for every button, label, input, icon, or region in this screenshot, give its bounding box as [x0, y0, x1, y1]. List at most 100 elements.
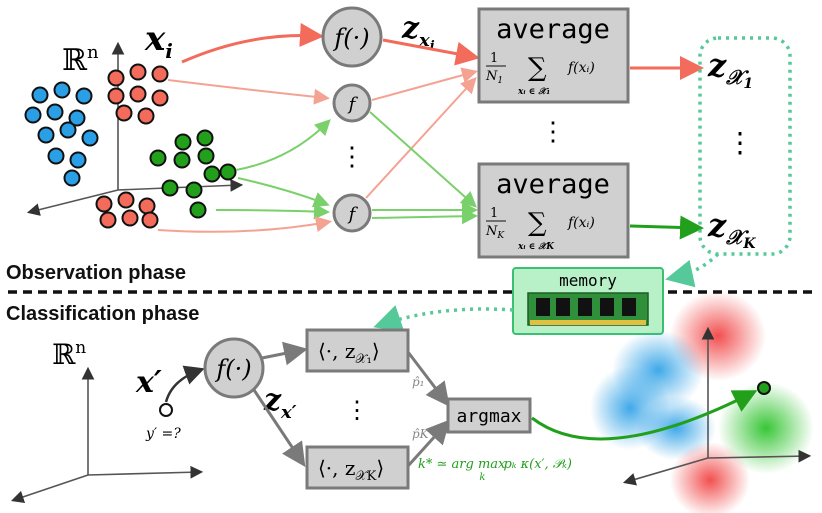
f-to-avg1-arrow [382, 38, 480, 66]
red-point [95, 195, 113, 213]
inner-product-box-K: ⟨·, z𝒳K⟩ [305, 445, 410, 490]
average-box-1: average 1 N1 ∑ xᵢ ∈ 𝒳₁ f(xᵢ) [477, 7, 630, 104]
prototypes-to-memory-arrow [665, 252, 720, 288]
green-point [149, 149, 167, 167]
memory-module: memory [512, 267, 664, 335]
prototype-vdots: ⋮ [726, 126, 754, 159]
red-point [107, 87, 125, 105]
query-unknown-label: y′ =? [145, 426, 181, 442]
argmax-to-class-arrow [531, 390, 758, 441]
fn-vdots: ⋮ [339, 142, 365, 172]
green-to-f2-arrow [237, 177, 330, 208]
avgK-to-out-arrow [629, 215, 704, 240]
classification-axes-right [622, 326, 812, 486]
observation-space-label: ℝn [62, 42, 99, 78]
f-to-ip1-arrow [261, 341, 308, 366]
green-to-f3-arrow [215, 203, 330, 220]
red-point [121, 209, 139, 227]
blue-point [81, 129, 99, 147]
red-point [138, 197, 156, 215]
svg-text:xᵢ ∈ 𝒳₁: xᵢ ∈ 𝒳₁ [517, 87, 550, 97]
green-point [189, 201, 207, 219]
blue-point [47, 147, 65, 165]
query-embedding-label: zx′ [263, 383, 297, 423]
red-point [137, 107, 155, 125]
green-point [161, 179, 179, 197]
average-box-K: average 1 NK ∑ xᵢ ∈ 𝒳K f(xᵢ) [477, 162, 630, 259]
svg-text:NK: NK [485, 224, 505, 241]
blue-point [75, 87, 93, 105]
f2b-to-avgK-arrow [371, 208, 478, 225]
svg-text:⟨·, z𝒳K⟩: ⟨·, z𝒳K⟩ [318, 456, 384, 484]
pK-label: p̂K [412, 427, 430, 441]
svg-text:f(·): f(·) [332, 24, 369, 52]
red-point [129, 63, 147, 81]
svg-text:1: 1 [490, 206, 498, 221]
svg-text:argmax: argmax [456, 406, 521, 427]
red-point [107, 69, 125, 87]
svg-text:1: 1 [490, 51, 498, 66]
inner-product-box-1: ⟨·, z𝒳₁⟩ [305, 328, 410, 373]
green-point [196, 129, 214, 147]
svg-text:f(·): f(·) [214, 355, 251, 383]
blue-point [59, 121, 77, 139]
blue-point [53, 81, 71, 99]
feature-fn-node: f(·) [321, 6, 383, 68]
blue-point [63, 169, 81, 187]
red-point [115, 104, 133, 122]
sample-label: xi [144, 19, 173, 63]
red-point [99, 211, 117, 229]
prototype-K-label: z𝒳K [707, 206, 756, 252]
red-to-f-arrow [167, 79, 330, 105]
svg-text:N1: N1 [485, 69, 503, 86]
ip1-to-argmax-arrow [406, 351, 450, 407]
argmax-box: argmax [446, 397, 532, 434]
p1-label: p̂₁ [412, 375, 425, 389]
avg-vdots: ⋮ [540, 117, 566, 147]
green-point [173, 151, 191, 169]
blue-point [69, 151, 87, 169]
f1-to-avg1-arrow [371, 67, 478, 101]
blue-point [37, 126, 55, 144]
query-point [159, 403, 173, 417]
red-to-f2-arrow [157, 216, 332, 233]
blue-point [46, 103, 64, 121]
sample-to-f-arrow [181, 22, 324, 64]
prototype-container [698, 36, 792, 256]
svg-text:xᵢ ∈ 𝒳K: xᵢ ∈ 𝒳K [517, 242, 555, 252]
svg-text:∑: ∑ [528, 208, 547, 238]
memory-to-ip-arrow [373, 305, 514, 332]
red-point [151, 89, 169, 107]
query-label: x′ [135, 365, 162, 400]
small-fn-node-1: f [332, 83, 372, 123]
green-point [197, 147, 215, 165]
blue-point [31, 86, 49, 104]
green-point [185, 181, 203, 199]
small-fn-node-2: f [332, 193, 372, 233]
red-point [141, 211, 159, 229]
svg-text:f(xᵢ): f(xᵢ) [567, 60, 595, 76]
scatter-points [24, 63, 237, 229]
ipK-to-argmax-arrow [406, 419, 451, 468]
svg-text:average: average [496, 169, 610, 200]
prototype-1-label: z𝒳1 [707, 46, 753, 92]
f1-to-avgK-arrow [369, 111, 477, 208]
classification-phase-label: Classification phase [6, 303, 199, 325]
svg-text:∑: ∑ [528, 53, 547, 83]
query-feature-fn-node: f(·) [203, 337, 265, 399]
green-point [203, 165, 221, 183]
svg-text:average: average [496, 14, 610, 45]
green-to-f-arrow [235, 119, 331, 171]
query-to-f-arrow [164, 365, 205, 403]
green-point [219, 163, 237, 181]
observation-phase-label: Observation phase [6, 262, 186, 284]
classification-axes [10, 366, 204, 503]
class-distributions [590, 291, 814, 513]
f-to-ipK-arrow [252, 389, 306, 467]
blue-point [24, 106, 42, 124]
red-point [151, 65, 169, 83]
ip-vdots: ⋮ [345, 396, 369, 424]
classification-space-label: ℝn [52, 338, 86, 371]
